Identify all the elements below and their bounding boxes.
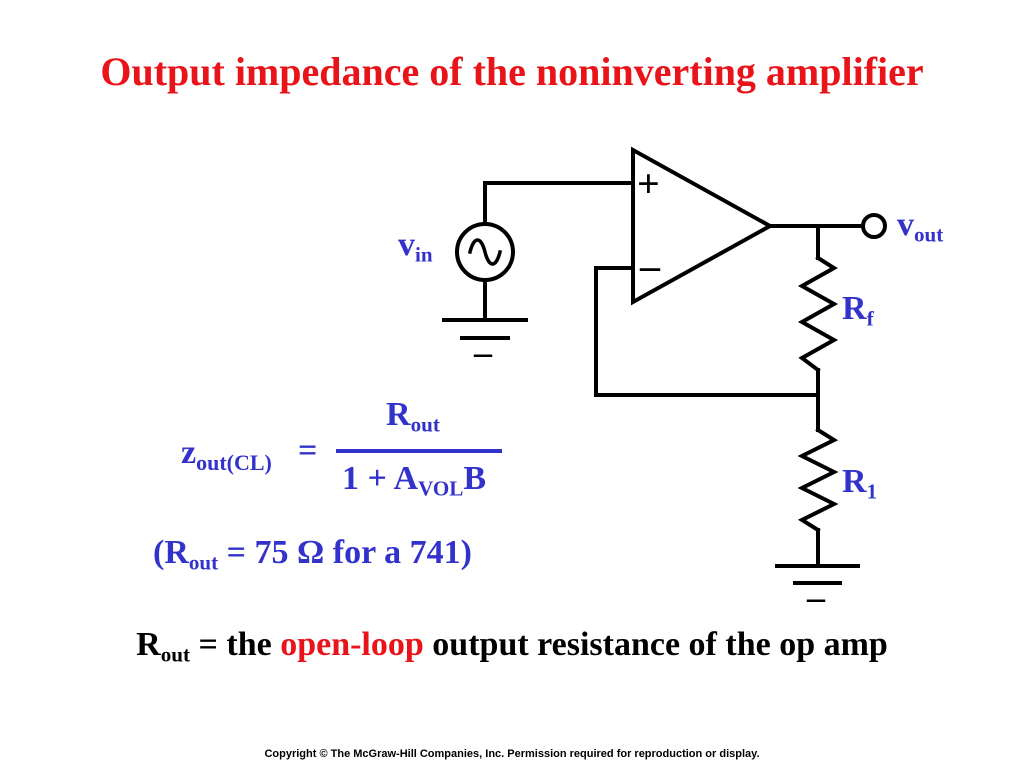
caption: Rout = the open-loop output resistance o… [0,628,1024,666]
plus-sign: + [637,161,660,206]
resistor-rf [797,255,839,373]
rf-label-main: R [842,290,867,327]
caption-sub: out [160,642,190,667]
caption-main: R [136,626,161,663]
fraction-bar [336,449,502,453]
formula-lhs-sub: out(CL) [196,450,272,476]
formula-note: (Rout = 75 Ω for a 741) [153,536,472,574]
formula-denominator-pre: 1 + A [342,460,419,497]
formula-lhs: zout(CL) [181,436,272,474]
vin-label-main: v [398,226,415,263]
resistor-r1 [797,427,839,533]
copyright-notice: Copyright © The McGraw-Hill Companies, I… [264,748,760,760]
formula-equals: = [298,432,318,469]
rf-label: Rf [842,292,874,330]
ground-minus-source: – [474,332,492,372]
wire-feedback [594,266,820,397]
output-terminal [861,213,887,239]
vout-label: vout [897,208,943,246]
vout-label-sub: out [914,222,944,247]
rf-label-sub: f [866,306,874,331]
vin-label-sub: in [415,242,433,267]
ground-minus-r1: – [807,577,825,617]
r1-label-main: R [842,463,867,500]
vin-label: vin [398,228,433,266]
slide-title: Output impedance of the noninverting amp… [100,49,924,94]
formula-numerator-sub: out [410,412,440,437]
formula-numerator: Rout [386,398,440,436]
wire-noninverting-input [483,181,635,226]
caption-highlight: open-loop [280,626,424,663]
vout-label-main: v [897,206,914,243]
sine-wave-icon [467,238,503,266]
minus-sign: – [640,243,660,288]
op-amp-symbol [631,146,775,306]
formula-lhs-main: z [181,434,197,471]
formula-note-pre: (R [153,534,189,571]
formula-denominator: 1 + AVOLB [342,462,486,500]
r1-label-sub: 1 [866,479,878,504]
formula-note-sub: out [188,550,219,575]
caption-pre: = the [190,626,281,663]
caption-post: output resistance of the op amp [423,626,888,663]
formula-numerator-main: R [386,396,411,433]
formula-note-post: = 75 Ω for a 741) [218,534,472,571]
r1-label: R1 [842,465,877,503]
formula-denominator-sub: VOL [418,476,464,501]
formula-denominator-post: B [463,460,487,497]
